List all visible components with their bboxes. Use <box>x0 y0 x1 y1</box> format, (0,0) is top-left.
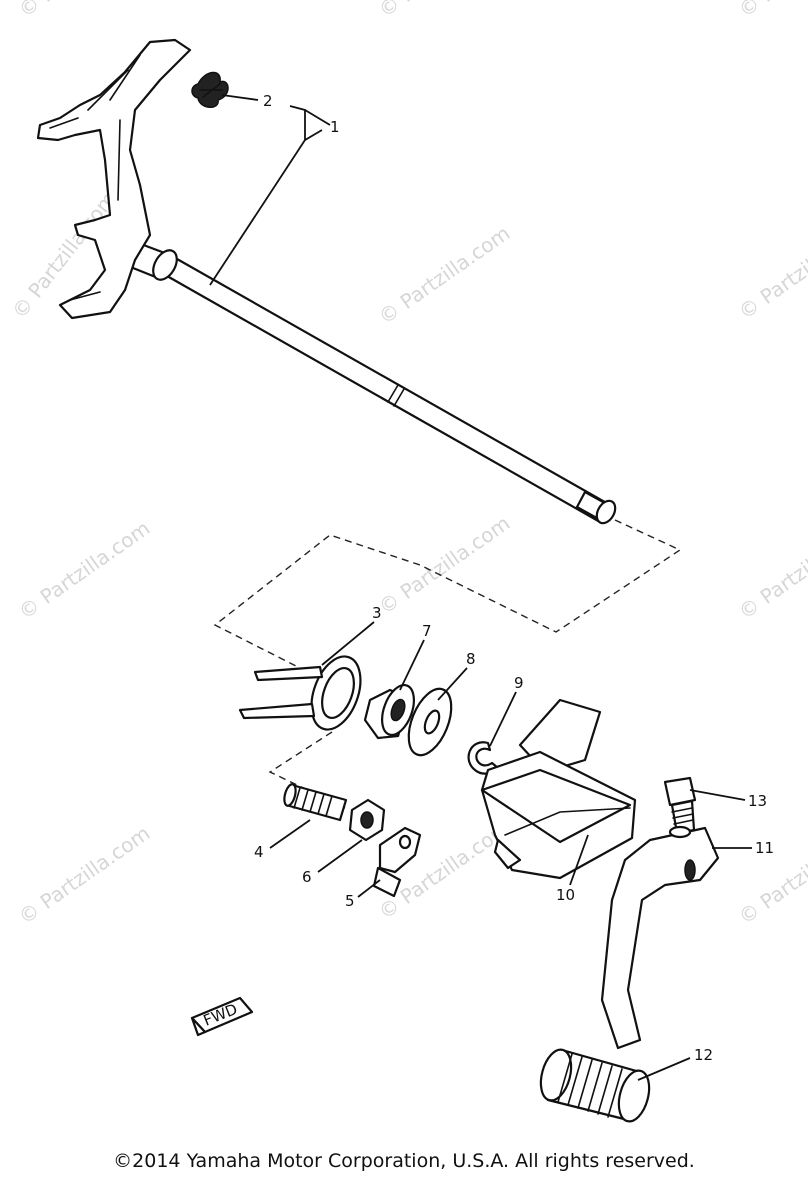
watermark-text: © Partzilla.com <box>14 0 154 22</box>
watermark-text: © Partzilla.com <box>374 0 514 22</box>
callout-12: 12 <box>694 1046 713 1064</box>
callout-9: 9 <box>514 674 524 692</box>
part-3-return-spring <box>238 655 362 731</box>
part-1-shift-shaft <box>36 38 617 525</box>
part-4-stopper-bolt <box>283 783 348 822</box>
part-5-lock-washer <box>372 826 422 898</box>
watermark-text: © Partzilla.com <box>734 0 808 22</box>
part-12-pedal-rubber <box>539 1048 651 1123</box>
watermark-text: © Partzilla.com <box>14 516 154 624</box>
callout-6: 6 <box>302 868 312 886</box>
callout-8: 8 <box>466 650 476 668</box>
callout-3: 3 <box>372 604 382 622</box>
callout-10: 10 <box>556 886 575 904</box>
callout-11: 11 <box>755 839 774 857</box>
watermark-text: © Partzilla.com <box>734 516 808 624</box>
watermark-text: © Partzilla.com <box>14 821 154 929</box>
part-11-shift-pedal <box>600 825 720 1050</box>
callout-4: 4 <box>254 843 264 861</box>
watermark-text: © Partzilla.com <box>734 216 808 324</box>
part-7-collar <box>363 684 415 740</box>
part-8-washer <box>407 687 453 757</box>
part-6-nut <box>348 798 386 842</box>
part-2-spring <box>191 71 229 108</box>
part-10-shift-lever-bracket <box>480 698 637 880</box>
callout-1: 1 <box>330 118 340 136</box>
callout-7: 7 <box>422 622 432 640</box>
watermark-text: © Partzilla.com <box>374 511 514 619</box>
callout-13: 13 <box>748 792 767 810</box>
watermark-text: © Partzilla.com <box>374 221 514 329</box>
callout-leaders <box>209 94 752 1081</box>
part-9-circlip <box>467 741 500 775</box>
fwd-arrow-icon: FWD <box>190 996 254 1037</box>
callout-2: 2 <box>263 92 273 110</box>
watermark-text: © Partzilla.com <box>734 821 808 929</box>
callout-5: 5 <box>345 892 355 910</box>
reference-dashed-lines <box>213 519 682 809</box>
callout-numbers: 2 1 3 7 8 9 4 6 5 10 11 13 12 <box>254 92 774 1064</box>
copyright-notice: ©2014 Yamaha Motor Corporation, U.S.A. A… <box>113 1150 695 1172</box>
